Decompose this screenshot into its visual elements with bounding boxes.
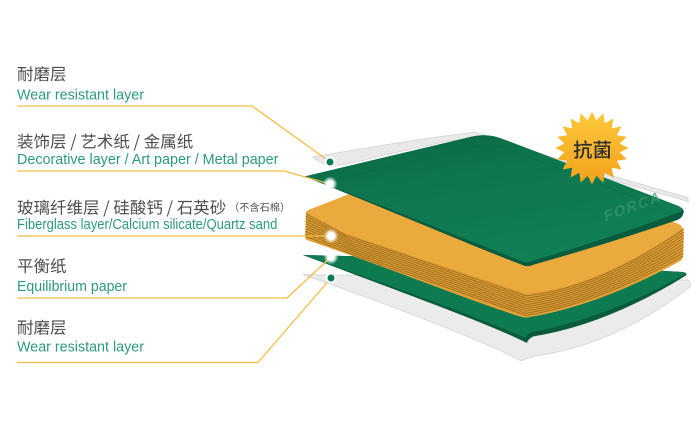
- svg-text:Fiberglass layer/Calcium silic: Fiberglass layer/Calcium silicate/Quartz…: [17, 216, 277, 233]
- svg-text:Wear resistant layer: Wear resistant layer: [17, 86, 144, 103]
- svg-text:Decorative layer / Art paper /: Decorative layer / Art paper / Metal pap…: [17, 151, 278, 168]
- svg-text:Equilibrium paper: Equilibrium paper: [17, 278, 127, 295]
- svg-text:Wear resistant layer: Wear resistant layer: [17, 339, 144, 356]
